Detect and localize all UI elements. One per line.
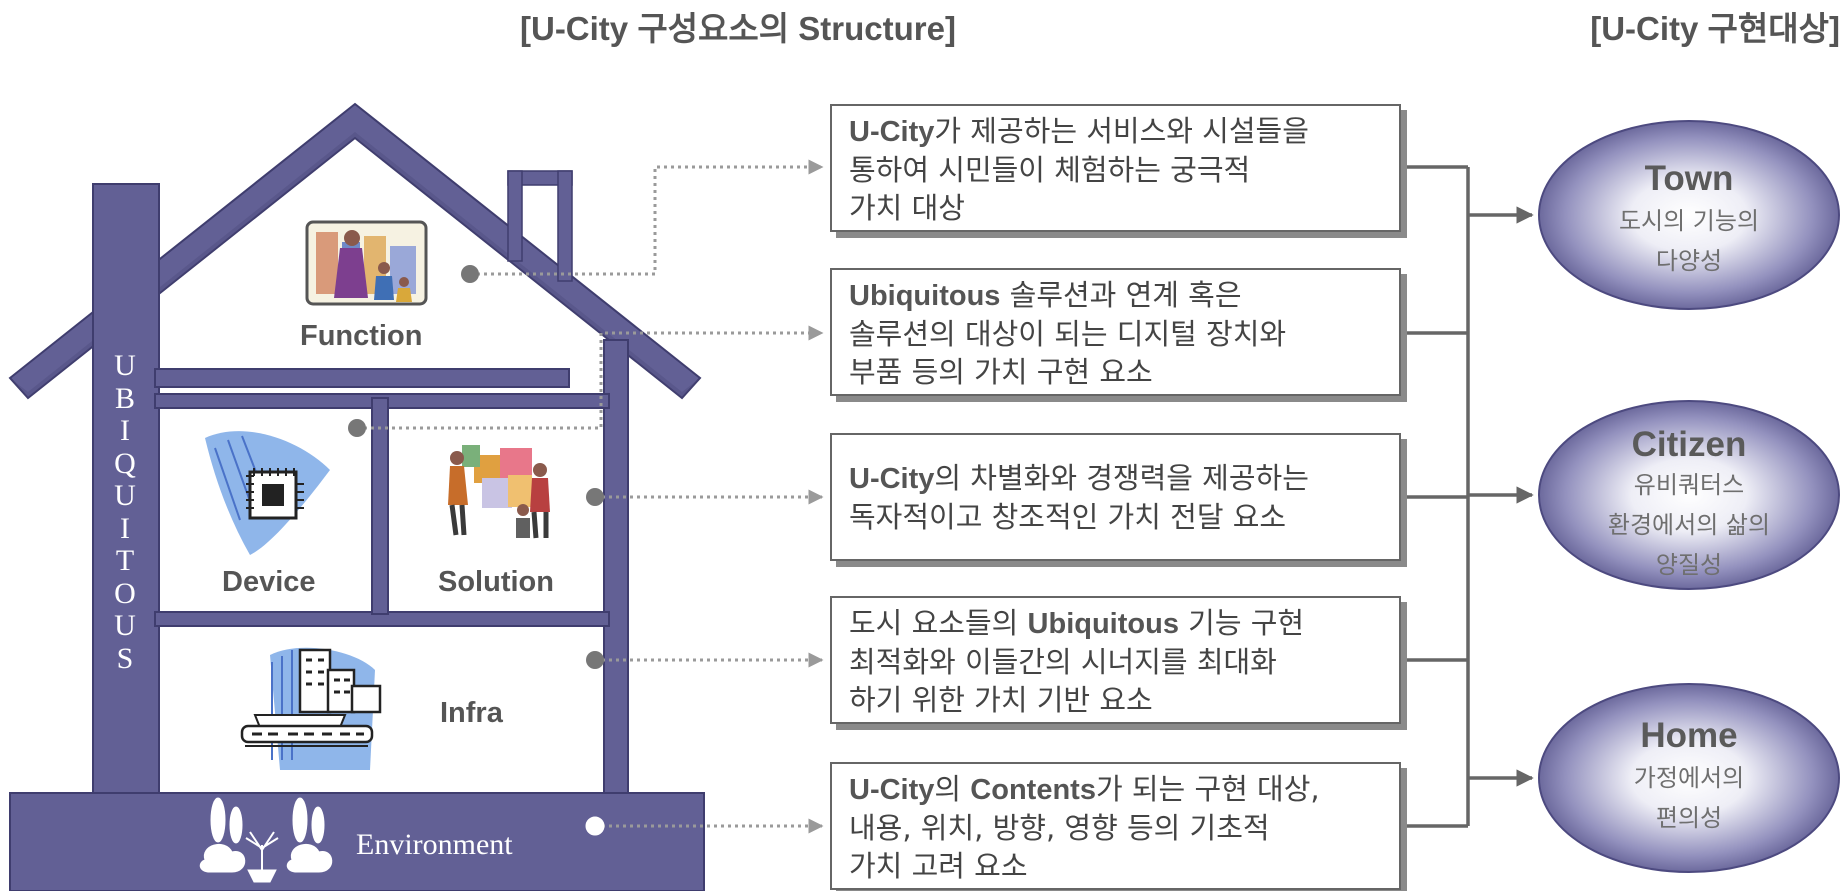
pillar-letter: U <box>114 479 136 512</box>
pillar-letter: B <box>114 381 135 415</box>
target-title: Home <box>1640 716 1738 755</box>
description-line: Ubiquitous 솔루션과 연계 혹은 <box>849 276 1387 315</box>
description-keyword: U-City <box>849 116 935 148</box>
room-label-infra: Infra <box>440 697 503 729</box>
description-text: 독자적이고 창조적인 가치 전달 요소 <box>849 500 1287 534</box>
description-line: 내용, 위치, 방향, 영향 등의 기초적 <box>849 809 1387 847</box>
pillar-letter: S <box>116 641 134 675</box>
description-line: 도시 요소들의 Ubiquitous 기능 구현 <box>849 604 1387 643</box>
infra-city-clipart <box>240 647 382 770</box>
description-text: 기능 구현 <box>1178 606 1305 640</box>
pillar-letter: U <box>114 349 136 382</box>
pillar-letter: U <box>114 609 136 642</box>
description-keyword: Contents <box>970 774 1096 806</box>
function-people-clipart <box>305 220 428 306</box>
description-text: 하기 위한 가치 기반 요소 <box>849 683 1153 717</box>
description-line: 솔루션의 대상이 되는 디지털 장치와 <box>849 315 1387 353</box>
description-text: 통하여 시민들이 체험하는 궁극적 <box>849 153 1251 187</box>
description-line: 하기 위한 가치 기반 요소 <box>849 681 1387 719</box>
room-label-solution: Solution <box>438 566 554 598</box>
description-text: 솔루션과 연계 혹은 <box>1000 278 1242 312</box>
town-oval <box>1538 120 1840 310</box>
target-home: Home 가정에서의 편의성 <box>1539 684 1839 872</box>
target-subtitle: 가정에서의 편의성 <box>1539 758 1839 838</box>
description-text: 의 차별화와 경쟁력을 제공하는 <box>934 461 1309 495</box>
description-keyword: U-City <box>849 774 935 806</box>
structure-title: [U-City 구성요소의 Structure] <box>520 10 956 47</box>
description-text: 부품 등의 가치 구현 요소 <box>849 355 1153 389</box>
description-text: 의 <box>934 772 971 806</box>
environment-foundation <box>9 792 705 891</box>
connector-function <box>470 159 824 276</box>
description-line: 가치 대상 <box>849 189 1387 227</box>
connector-dots <box>348 265 605 836</box>
pillar-letter: Q <box>114 446 136 480</box>
description-text: 최적화와 이들간의 시너지를 최대화 <box>849 645 1277 679</box>
target-ovals <box>1538 120 1840 873</box>
target-subtitle-line: 다양성 <box>1655 247 1723 275</box>
pillar-letter: I <box>120 511 130 545</box>
description-box-environment: U-City의 Contents가 되는 구현 대상,내용, 위치, 방향, 영… <box>830 762 1401 890</box>
description-keyword: Ubiquitous <box>849 280 1001 312</box>
description-text: 가 되는 구현 대상, <box>1095 772 1320 806</box>
description-line: 부품 등의 가치 구현 요소 <box>849 353 1387 391</box>
description-line: 통하여 시민들이 체험하는 궁극적 <box>849 151 1387 189</box>
description-text: 가치 대상 <box>849 191 965 225</box>
target-town: Town 도시의 기능의 다양성 <box>1539 121 1839 309</box>
target-subtitle-line: 환경에서의 삶의 <box>1607 511 1771 539</box>
environment-trees-clipart <box>199 797 333 883</box>
target-citizen: Citizen 유비쿼터스 환경에서의 삶의 양질성 <box>1539 401 1839 589</box>
target-subtitle-line: 편의성 <box>1655 804 1723 832</box>
target-subtitle-line: 유비쿼터스 <box>1633 471 1745 499</box>
solution-puzzle-clipart <box>448 445 550 539</box>
house-roof <box>8 102 702 400</box>
ubiquitous-label: U B I Q U I T O U S <box>97 349 153 675</box>
room-label-function: Function <box>300 320 423 352</box>
description-text: 솔루션의 대상이 되는 디지털 장치와 <box>849 317 1287 351</box>
targets-title: [U-City 구현대상] <box>1590 10 1840 47</box>
description-line: U-City의 Contents가 되는 구현 대상, <box>849 770 1387 809</box>
target-subtitle-line: 도시의 기능의 <box>1618 207 1760 235</box>
room-divider <box>371 397 389 615</box>
description-line: 독자적이고 창조적인 가치 전달 요소 <box>849 498 1387 536</box>
description-text: 가 제공하는 서비스와 시설들을 <box>934 114 1309 148</box>
description-keyword: Ubiquitous <box>1027 608 1179 640</box>
target-title: Citizen <box>1631 425 1747 464</box>
target-title: Town <box>1644 159 1734 198</box>
description-line: 가치 고려 요소 <box>849 847 1387 885</box>
connectors-descriptions-to-targets <box>1403 165 1534 828</box>
description-line: U-City의 차별화와 경쟁력을 제공하는 <box>849 459 1387 498</box>
chimney <box>507 170 573 282</box>
room-label-environment: Environment <box>356 828 513 861</box>
connector-device <box>357 325 824 430</box>
target-subtitle: 도시의 기능의 다양성 <box>1539 201 1839 281</box>
citizen-oval <box>1538 400 1840 590</box>
description-text: 내용, 위치, 방향, 영향 등의 기초적 <box>849 811 1270 845</box>
description-line: 최적화와 이들간의 시너지를 최대화 <box>849 643 1387 681</box>
target-subtitle-line: 가정에서의 <box>1633 764 1745 792</box>
target-subtitle: 유비쿼터스 환경에서의 삶의 양질성 <box>1539 465 1839 585</box>
device-chip-clipart <box>205 431 330 555</box>
description-keyword: U-City <box>849 463 935 495</box>
home-oval <box>1538 683 1840 873</box>
connectors-house-to-descriptions <box>357 159 824 834</box>
upper-beam <box>154 368 570 388</box>
pillar-letter: T <box>115 544 135 577</box>
pillar-letter: I <box>120 414 130 447</box>
description-text: 가치 고려 요소 <box>849 849 1028 883</box>
description-line: U-City가 제공하는 서비스와 시설들을 <box>849 112 1387 151</box>
pillar-letter: O <box>114 576 136 610</box>
target-subtitle-line: 양질성 <box>1655 551 1723 579</box>
room-label-device: Device <box>222 566 316 598</box>
description-text: 도시 요소들의 <box>849 606 1028 640</box>
